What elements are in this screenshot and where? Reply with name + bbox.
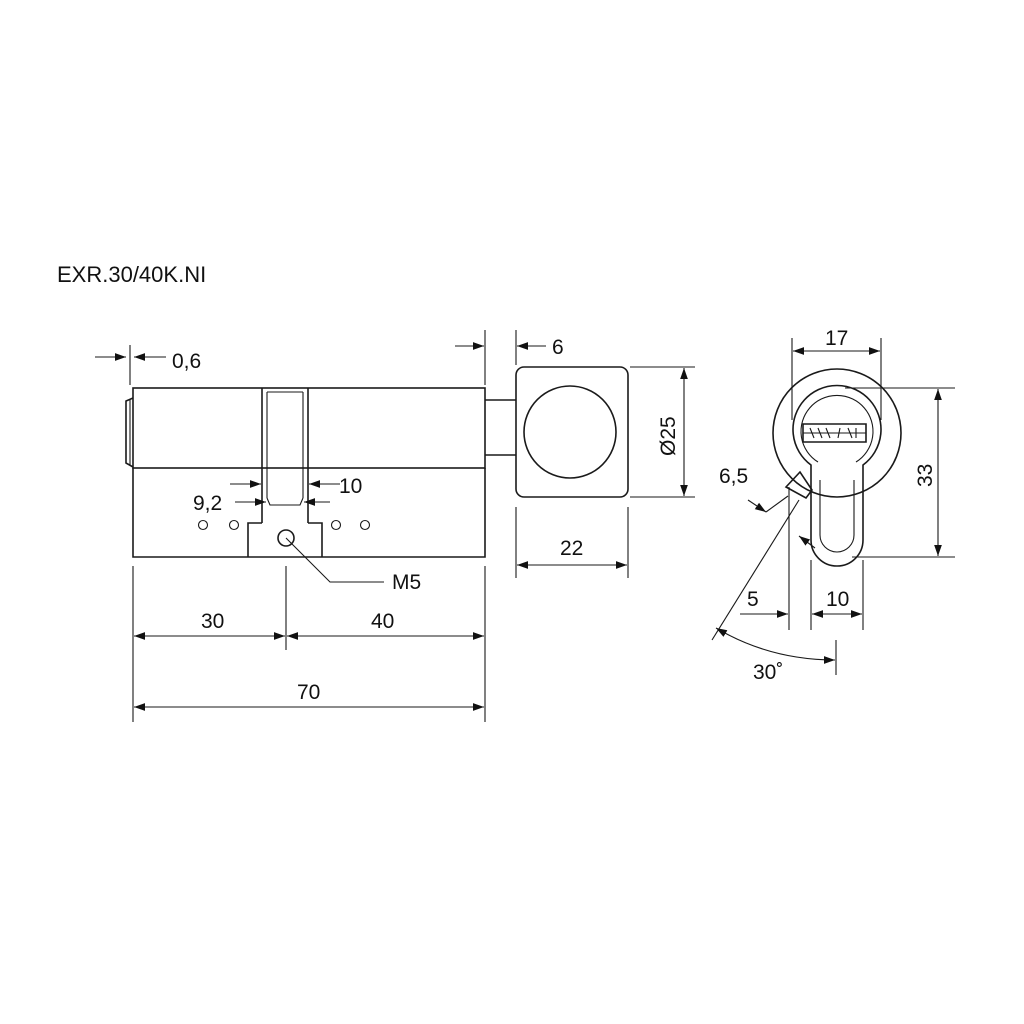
- knob-face: [523, 385, 617, 479]
- profile-slot: [819, 480, 855, 553]
- profile-outline: [792, 384, 882, 567]
- dim-cam-angle: 30˚: [753, 661, 783, 684]
- cylinder-front-view: [772, 368, 902, 567]
- product-code: EXR.30/40K.NI: [57, 262, 206, 287]
- thumb-turn-knob: [515, 366, 629, 498]
- front-dimensions: 17 33 6,5 30˚ 5 10: [711, 327, 955, 684]
- screw-leader: [285, 537, 384, 583]
- dim-bottom-width: 10: [826, 588, 849, 611]
- dim-knob-diameter: Ø25: [657, 416, 680, 456]
- dim-knob-length: 22: [560, 537, 583, 560]
- cam: [784, 470, 813, 500]
- dim-total-length: 70: [297, 681, 320, 704]
- dim-screw: M5: [392, 571, 421, 594]
- upper-body: [132, 387, 486, 469]
- dim-cam-slot: 6,5: [719, 465, 748, 488]
- profile-outer-ring: [772, 368, 902, 498]
- dim-profile-width: 17: [825, 327, 848, 350]
- dim-knob-gap: 6: [552, 336, 564, 359]
- dim-profile-height: 33: [914, 464, 937, 487]
- angle-line: [711, 499, 800, 641]
- dim-left-length: 30: [201, 610, 224, 633]
- keyway: [802, 423, 867, 443]
- dim-cam-inner: 9,2: [193, 492, 222, 515]
- knob-body: [515, 366, 629, 498]
- cylinder-side-view: [125, 387, 516, 558]
- dim-cam-side: 5: [747, 588, 759, 611]
- screw-hole: [277, 529, 295, 547]
- dim-right-length: 40: [371, 610, 394, 633]
- side-dimensions: 0,6 6 Ø25 10 9,2 M5 22 3: [95, 330, 695, 722]
- angle-arc: [715, 627, 836, 664]
- dim-cam-offset: 0,6: [172, 350, 201, 373]
- lower-body: [132, 468, 486, 558]
- dim-cam-width: 10: [339, 475, 362, 498]
